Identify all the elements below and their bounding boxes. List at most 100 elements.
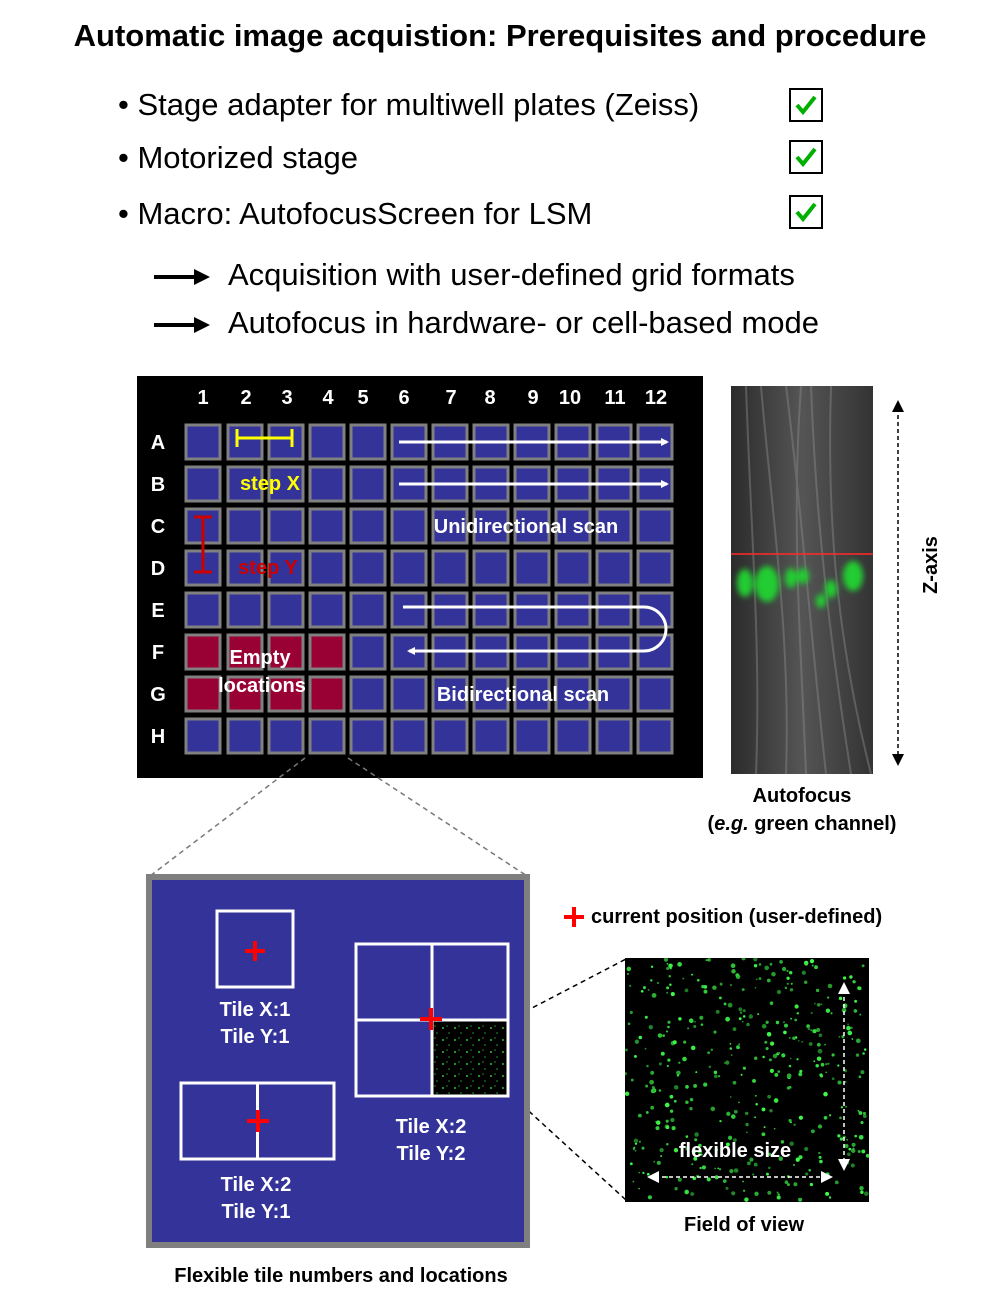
fluorescent-cell-dot (714, 1148, 719, 1152)
fluorescent-cell-dot (854, 1134, 858, 1138)
fluorescent-cell-dot (854, 999, 858, 1003)
plate-well (267, 549, 305, 587)
fluorescent-cell-dot (666, 986, 670, 990)
fluorescent-cell-dot (749, 1157, 754, 1162)
fluorescent-cell-dot (671, 1125, 676, 1131)
fluorescent-cell-dot (688, 1018, 694, 1023)
plate-well (595, 717, 633, 755)
fluorescent-cell-dot (784, 1180, 789, 1184)
autofocus-caption-rest: green channel) (748, 813, 897, 835)
fluorescent-cell-dot (761, 1023, 767, 1029)
fluorescent-cell-dot (634, 1149, 637, 1152)
fluorescent-cell-dot (839, 1116, 842, 1120)
fluorescent-cell-dot (767, 1094, 771, 1099)
plate-well (308, 717, 346, 755)
fluorescent-cell-dot (727, 1002, 733, 1008)
fluorescent-cell-dot (729, 1043, 732, 1045)
fluorescent-cell-dot (625, 1072, 628, 1076)
fluorescent-cell-dot (742, 1180, 744, 1183)
fluorescent-cell-dot (660, 1155, 663, 1158)
fluorescent-cell-dot (655, 1120, 657, 1123)
fluorescent-cell-dot (685, 1146, 690, 1151)
plate-row-label: E (151, 600, 164, 622)
fluorescent-cell-dot (761, 1132, 766, 1137)
fluorescent-cell-dot (729, 1047, 733, 1050)
fluorescent-cell-dot (810, 1011, 813, 1015)
plate-column-label: 5 (357, 387, 368, 409)
fluorescent-cell-dot (857, 1109, 860, 1112)
fluorescent-cell-dot (666, 966, 670, 971)
fluorescent-cell-dot (766, 1172, 769, 1176)
fluorescent-cell-dot (714, 1175, 719, 1180)
plate-well (431, 549, 469, 587)
fluorescent-cell-dot (793, 1182, 798, 1187)
fluorescent-cell-dot (788, 1118, 792, 1123)
fluorescent-cell-dot (774, 1072, 779, 1077)
fluorescent-cell-dot (793, 1123, 796, 1127)
fluorescent-cell-dot (807, 1027, 811, 1031)
fluorescent-cell-dot (753, 1162, 758, 1167)
fluorescent-cell-dot (773, 1127, 776, 1130)
zoomed-well-tiles: Tile X:1 Tile Y:1 Tile X:2 Tile Y:1 Tile… (146, 874, 530, 1248)
fluorescent-cell-dot (780, 1140, 785, 1144)
fluorescent-cell-dot (669, 1094, 674, 1099)
fluorescent-cell-dot (703, 985, 708, 989)
fluorescent-cell-dot (665, 1119, 669, 1123)
page-title: Automatic image acquistion: Prerequisite… (73, 18, 927, 53)
fluorescent-cell-dot (803, 980, 808, 984)
fluorescent-cell-dot (857, 1150, 861, 1153)
fluorescent-cell-dot (666, 1030, 668, 1033)
fluorescent-cell-dot (831, 1077, 835, 1081)
fluorescent-cell-dot (650, 965, 654, 968)
fluorescent-cell-dot (841, 1007, 847, 1013)
fluorescent-cell-dot (828, 1196, 832, 1199)
arrow-right-icon (154, 268, 210, 285)
fluorescent-cell-dot (651, 1085, 655, 1089)
plate-well (349, 717, 387, 755)
plate-well (390, 507, 428, 545)
feature-grid-formats: Acquisition with user-defined grid forma… (152, 257, 795, 293)
fluorescent-cell-dot (818, 1151, 821, 1155)
tile3-y-label: Tile Y:2 (397, 1143, 466, 1165)
fluorescent-cell-dot (656, 1160, 661, 1165)
fluorescent-cell-dot (817, 1048, 823, 1054)
fluorescent-cell-dot (736, 1045, 740, 1050)
fluorescent-cell-dot (723, 1002, 727, 1006)
tiles-caption: Flexible tile numbers and locations (174, 1265, 508, 1287)
fluorescent-cell-dot (650, 1105, 655, 1110)
fluorescent-cell-dot (742, 1015, 746, 1018)
fluorescent-cell-dot (648, 1025, 653, 1030)
plate-well (226, 423, 264, 461)
fluorescent-cell-dot (653, 1160, 656, 1163)
fluorescent-cell-dot (862, 1052, 865, 1055)
fluorescent-cell-dot (738, 1017, 742, 1021)
fluorescent-cell-dot (814, 965, 818, 970)
fluorescent-cell-dot (798, 1115, 804, 1120)
fluorescent-cell-dot (753, 958, 758, 962)
tile1-x-label: Tile X:1 (220, 999, 291, 1021)
plate-row-label: F (152, 642, 164, 664)
fluorescent-cell-dot (733, 1168, 739, 1173)
fluorescent-cell-dot (701, 1165, 706, 1170)
current-position-marker-icon (564, 907, 584, 927)
checkmark-icon (795, 95, 817, 116)
fluorescent-cell-dot (762, 1055, 765, 1059)
checkmark-icon (795, 147, 817, 168)
fluorescent-cell-dot (779, 960, 783, 964)
fluorescent-cell-dot (781, 1053, 786, 1058)
fluorescent-cell-dot (718, 996, 722, 1000)
fluorescent-cell-dot (744, 1111, 749, 1116)
empty-well (184, 675, 222, 713)
fluorescent-cell-dot (657, 1033, 663, 1038)
fluorescent-cell-dot (691, 1163, 694, 1166)
step-y-marker (194, 515, 212, 574)
plate-well (431, 591, 469, 629)
fluorescent-cell-dot (794, 1004, 799, 1009)
fluorescent-cell-dot (626, 966, 632, 972)
fluorescent-cell-dot (860, 1120, 864, 1125)
plate-well (431, 507, 469, 545)
fluorescent-cell-dot (834, 1180, 839, 1185)
fluorescent-cell-dot (820, 1003, 823, 1005)
fluorescent-cell-dot (844, 1080, 847, 1084)
